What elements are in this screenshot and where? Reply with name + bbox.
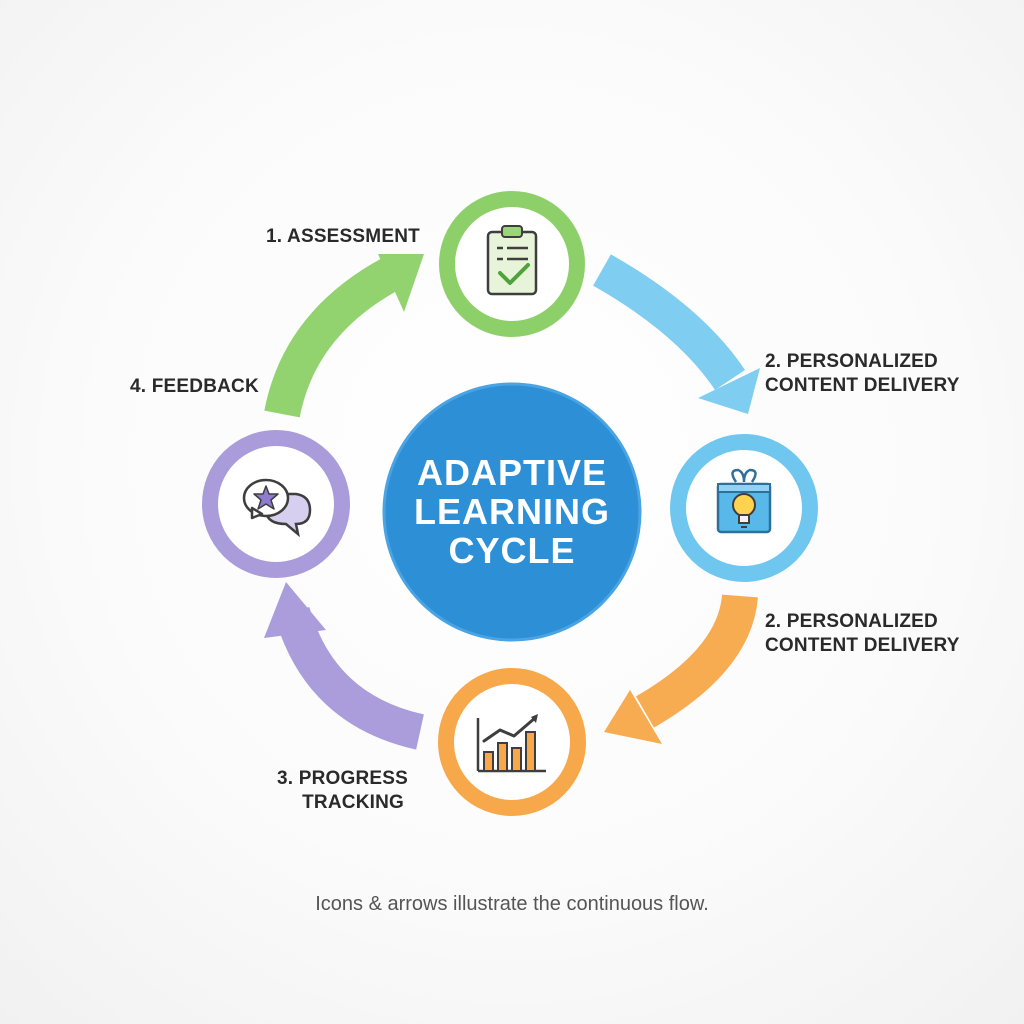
arrow-tracking-to-feedback <box>264 582 425 750</box>
arrow-feedback-to-assessment <box>264 253 424 418</box>
label-content-delivery-top-line1: 2. PERSONALIZED <box>765 351 938 372</box>
node-content-delivery <box>670 434 818 582</box>
node-feedback <box>202 430 350 578</box>
center-title-line2: LEARNING <box>414 491 610 532</box>
center-title-line1: ADAPTIVE <box>417 452 607 493</box>
node-assessment <box>439 191 585 337</box>
label-assessment: 1. ASSESSMENT <box>266 226 420 247</box>
label-content-delivery-bottom-line2: CONTENT DELIVERY <box>765 635 960 656</box>
center-hub: ADAPTIVE LEARNING CYCLE <box>382 382 642 642</box>
label-content-delivery-top-line2: CONTENT DELIVERY <box>765 375 960 396</box>
label-progress-tracking-line1: 3. PROGRESS <box>277 768 408 789</box>
node-progress-tracking <box>438 668 586 816</box>
clipboard-check-icon <box>486 225 538 296</box>
label-feedback: 4. FEEDBACK <box>130 376 259 397</box>
label-progress-tracking-line2: TRACKING <box>302 792 404 813</box>
label-content-delivery-bottom-line1: 2. PERSONALIZED <box>765 611 938 632</box>
speech-bubble-star-icon <box>242 478 312 538</box>
center-title-line3: CYCLE <box>448 530 575 571</box>
lightbulb-gift-box-icon <box>716 468 772 534</box>
arrow-delivery-to-tracking <box>604 593 758 744</box>
bar-chart-trend-icon <box>476 714 546 773</box>
diagram-caption: Icons & arrows illustrate the continuous… <box>315 893 709 915</box>
arrow-assessment-to-delivery <box>593 254 760 414</box>
